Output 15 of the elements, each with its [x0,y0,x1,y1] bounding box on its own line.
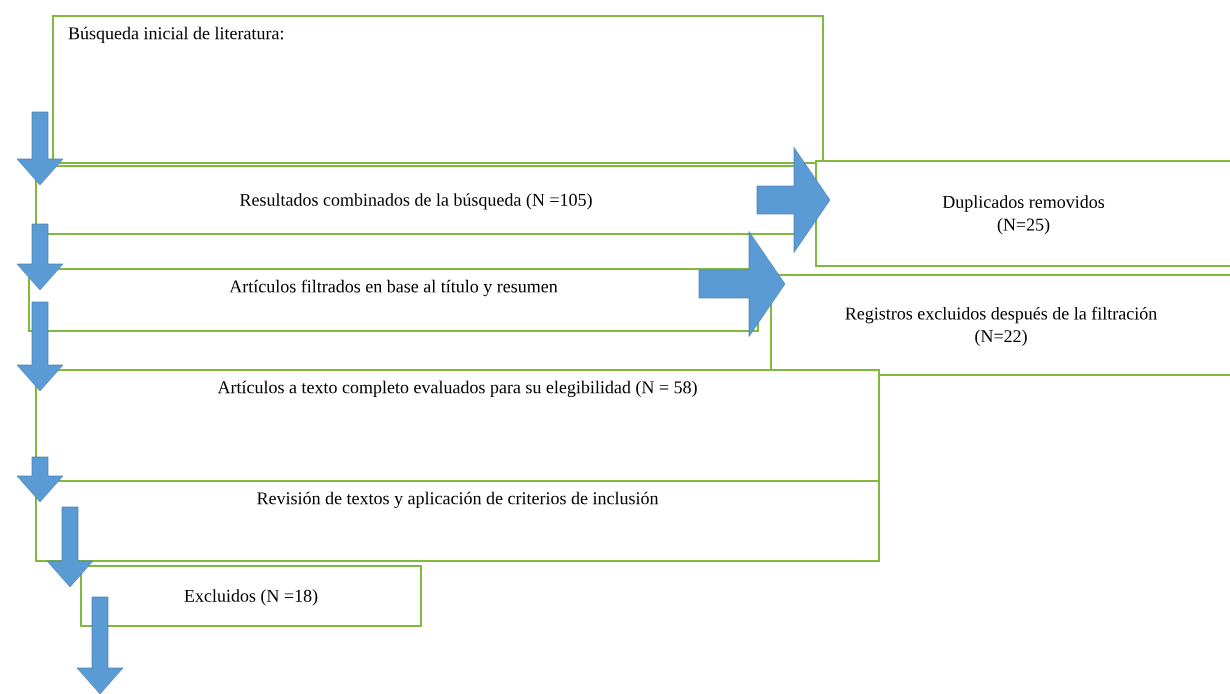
process-box: Artículos filtrados en base al título y resumen [28,268,759,332]
process-box: Resultados combinados de la búsqueda (N =105) [35,165,797,235]
arrow [756,147,831,253]
arrow [698,231,786,337]
arrow [16,223,64,291]
process-box: Excluidos (N =18) [80,565,422,627]
process-box: Artículos a texto completo evaluados para su elegibilidad (N = 58) [35,369,880,487]
process-box: Registros excluidos después de la filtración (N=22) [770,274,1230,376]
process-box: Duplicados removidos (N=25) [815,160,1230,267]
arrow [16,456,64,503]
arrow [46,506,94,588]
arrow [16,301,64,392]
arrow [16,111,64,186]
process-box: Revisión de textos y aplicación de criterios de inclusión [35,480,880,562]
arrow [76,596,124,694]
